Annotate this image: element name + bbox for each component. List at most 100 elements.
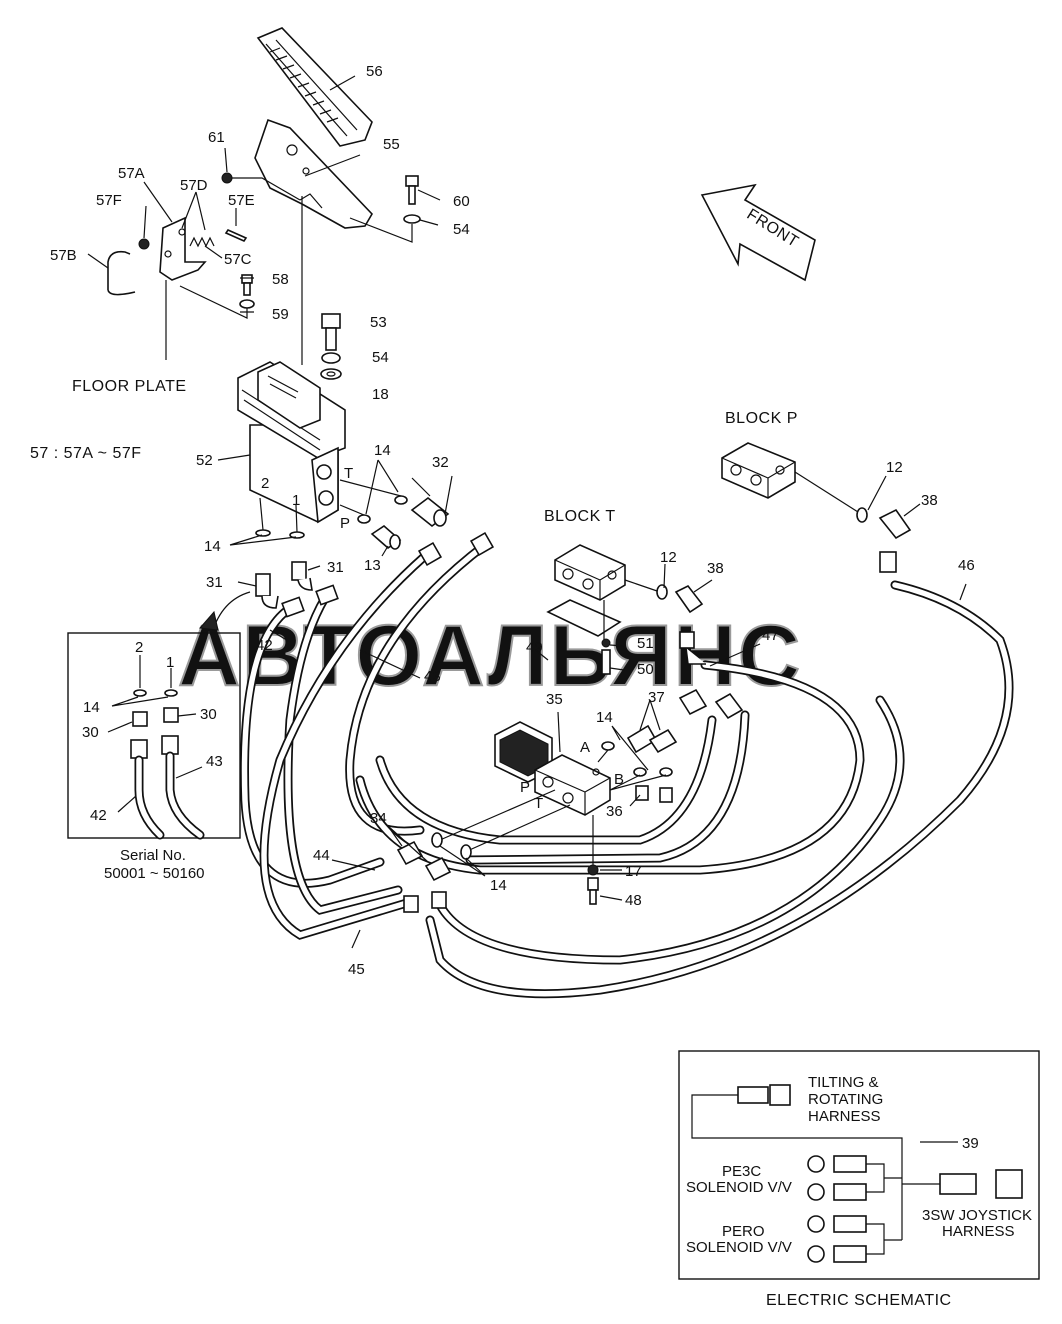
- washer-54-lower: [321, 352, 341, 364]
- callout-57F: 57F: [96, 192, 122, 209]
- callout-48: 48: [625, 892, 642, 909]
- inset-callout-1: 1: [166, 654, 174, 671]
- bolt-50-51: [601, 638, 611, 675]
- oring-12-p: [856, 507, 868, 523]
- callout-14-d: 14: [490, 877, 507, 894]
- fittings-36: [635, 785, 673, 803]
- joystick-label-l1: 3SW JOYSTICK: [922, 1207, 1032, 1224]
- callout-17: 17: [625, 863, 642, 880]
- callout-57D: 57D: [180, 177, 208, 194]
- block-p: [721, 442, 796, 499]
- pe3c-label-l1: PE3C: [722, 1163, 761, 1180]
- callout-59: 59: [272, 306, 289, 323]
- callout-39: 39: [962, 1135, 979, 1152]
- pin-57E: [224, 228, 248, 243]
- callout-38-t: 38: [707, 560, 724, 577]
- pe3c-label-l2: SOLENOID V/V: [686, 1179, 792, 1196]
- callout-42: 42: [256, 637, 273, 654]
- callout-45: 45: [348, 961, 365, 978]
- bolt-53: [321, 313, 341, 351]
- pero-label-l1: PERO: [722, 1223, 765, 1240]
- pe3c-connectors: [807, 1155, 902, 1201]
- pero-label-l2: SOLENOID V/V: [686, 1239, 792, 1256]
- callout-36: 36: [606, 803, 623, 820]
- fitting-38-p: [878, 508, 912, 540]
- serial-range: 50001 ~ 50160: [104, 865, 205, 882]
- floor-plate-caption: FLOOR PLATE: [72, 378, 187, 395]
- electric-schematic-box: [678, 1050, 1040, 1280]
- port-t-label: T: [344, 465, 353, 482]
- bolt-60: [405, 175, 419, 205]
- washer-18: [320, 368, 342, 380]
- valve-port-b: B: [614, 771, 624, 788]
- bolt-48: [587, 877, 599, 905]
- inset-callout-14: 14: [83, 699, 100, 716]
- accelerator-pedal-pad: [256, 27, 373, 147]
- callout-57E: 57E: [228, 192, 255, 209]
- callout-57A: 57A: [118, 165, 145, 182]
- callout-43: 43: [424, 668, 441, 685]
- elbow-31-left: [255, 573, 279, 609]
- electric-schematic-caption: ELECTRIC SCHEMATIC: [766, 1292, 952, 1309]
- callout-57C: 57C: [224, 251, 252, 268]
- washer-59: [239, 299, 255, 309]
- group-note: 57 : 57A ~ 57F: [30, 445, 142, 462]
- callout-53: 53: [370, 314, 387, 331]
- hose-ends: [281, 531, 897, 913]
- callout-50: 50: [637, 661, 654, 678]
- callout-12-t: 12: [660, 549, 677, 566]
- callout-54-lower: 54: [372, 349, 389, 366]
- floor-plate-bracket: [107, 216, 207, 296]
- washer-54-upper: [403, 214, 421, 224]
- fitting-38-t: [674, 584, 706, 665]
- serial-label: Serial No.: [120, 847, 186, 864]
- nut-61: [221, 172, 233, 184]
- joystick-label-l2: HARNESS: [942, 1223, 1015, 1240]
- callout-52: 52: [196, 452, 213, 469]
- hose-44-45: [259, 540, 490, 940]
- inset-serial-box: [67, 591, 251, 840]
- fitting-32: [410, 496, 450, 528]
- valve-port-t: T: [534, 795, 543, 812]
- tilting-harness-l1: TILTING &: [808, 1074, 879, 1091]
- solenoid-valve-35: [494, 721, 611, 816]
- valve-port-p: P: [520, 779, 530, 796]
- hose-42: [240, 607, 385, 888]
- washer-17: [587, 864, 599, 876]
- callout-46: 46: [958, 557, 975, 574]
- port-2-label: 2: [261, 475, 269, 492]
- pero-connectors: [807, 1215, 902, 1263]
- callout-32: 32: [432, 454, 449, 471]
- inset-callout-42: 42: [90, 807, 107, 824]
- fittings-34: [396, 840, 452, 882]
- fitting-13: [370, 524, 402, 550]
- inset-callout-2: 2: [135, 639, 143, 656]
- callout-31-right: 31: [327, 559, 344, 576]
- callout-54-upper: 54: [453, 221, 470, 238]
- orings-14-valve: [601, 741, 673, 777]
- callout-14-a: 14: [374, 442, 391, 459]
- port-p-label: P: [340, 515, 350, 532]
- front-arrow: [700, 183, 816, 282]
- block-t-caption: BLOCK T: [544, 508, 616, 525]
- elbow-31-right: [291, 561, 313, 591]
- callout-34: 34: [370, 810, 387, 827]
- callout-55: 55: [383, 136, 400, 153]
- callout-49: 49: [526, 639, 543, 656]
- valve-port-a: A: [580, 739, 590, 756]
- callout-51: 51: [637, 635, 654, 652]
- callout-60: 60: [453, 193, 470, 210]
- callout-14-b: 14: [204, 538, 221, 555]
- hose-46: [425, 580, 1014, 999]
- bolt-58: [241, 274, 253, 296]
- plate-49: [546, 599, 622, 637]
- nut-57F: [138, 238, 150, 250]
- pedal-bracket: [254, 118, 373, 229]
- tilting-harness-l2: ROTATING: [808, 1091, 883, 1108]
- callout-13: 13: [364, 557, 381, 574]
- callout-12-p: 12: [886, 459, 903, 476]
- callout-58: 58: [272, 271, 289, 288]
- joystick-connector: [902, 1169, 1023, 1199]
- callout-35: 35: [546, 691, 563, 708]
